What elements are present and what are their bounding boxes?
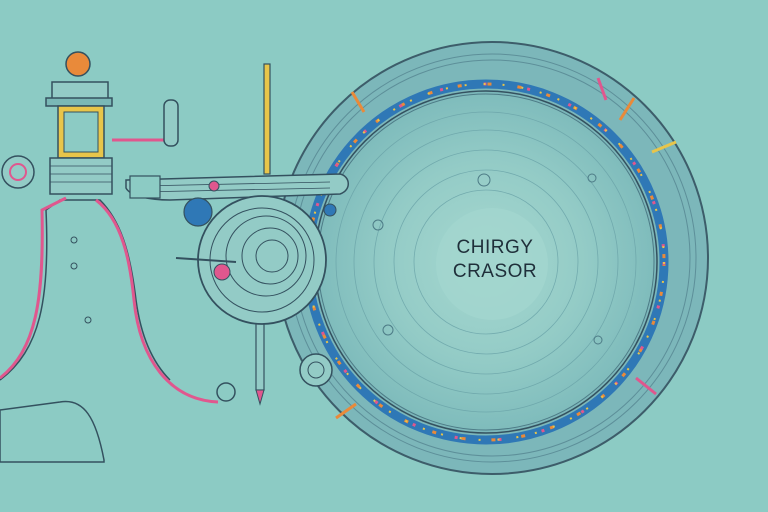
left-figure xyxy=(0,196,236,463)
post-assembly xyxy=(1,51,179,195)
label-line-1: CHIRGY xyxy=(456,237,534,258)
large-disc xyxy=(275,41,709,475)
disc-center-label: CHIRGY CRASOR xyxy=(430,236,560,284)
tone-arm xyxy=(125,173,349,387)
label-line-2: CRASOR xyxy=(452,261,538,282)
